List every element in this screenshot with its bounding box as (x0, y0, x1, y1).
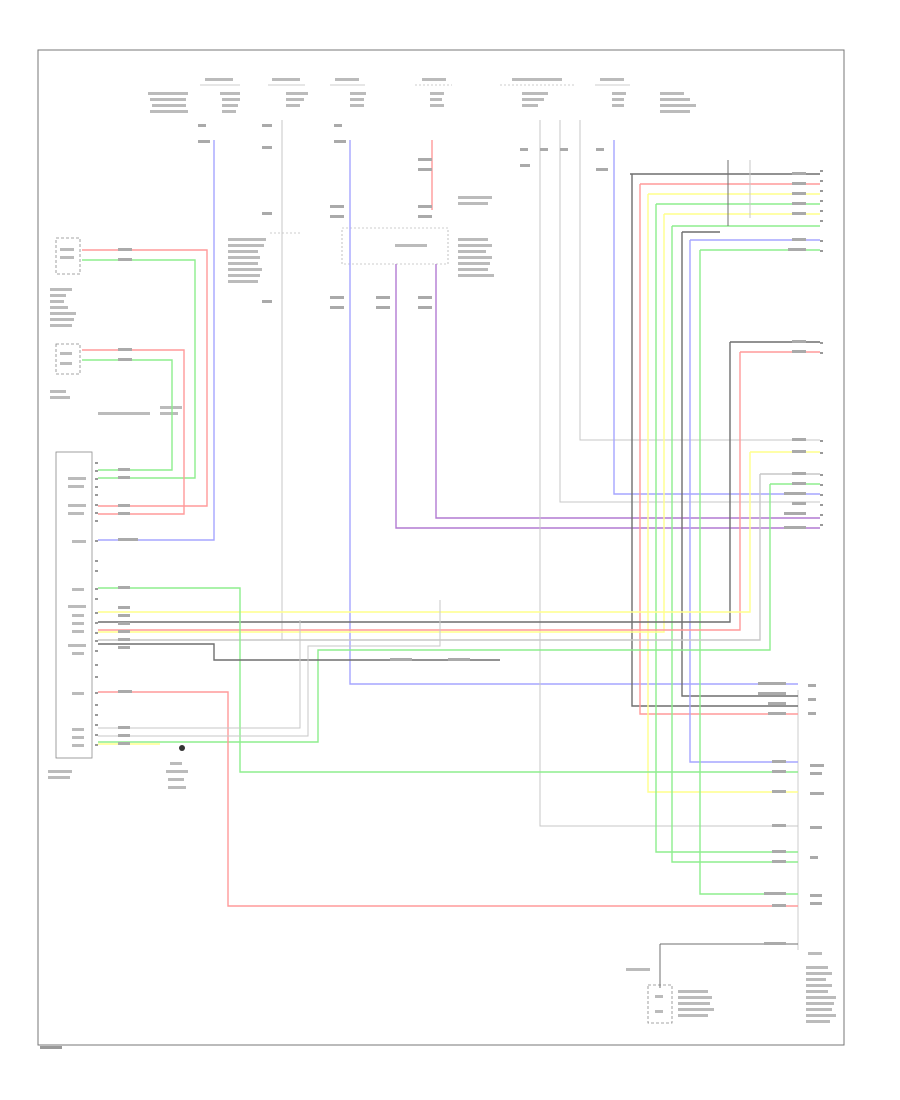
diagram-frame (37, 49, 845, 1046)
main-ecu-connector (48, 451, 93, 779)
fuse-header-text-blocks (148, 78, 696, 113)
left-component-1 (50, 237, 81, 327)
wire-codes (118, 124, 824, 945)
ecu-pin-labels (68, 477, 86, 747)
right-bottom-component (797, 690, 836, 1023)
relay-note (98, 406, 182, 415)
right-connector-pins (820, 170, 823, 526)
bottom-switch-component (626, 968, 714, 1024)
wires (82, 120, 820, 988)
left-component-2 (50, 343, 81, 399)
center-module (341, 196, 494, 277)
footer-code-mark (40, 1046, 62, 1049)
middle-left-component (228, 232, 300, 283)
bottom-sensor (166, 745, 188, 789)
ecu-pin-ticks (95, 462, 98, 746)
